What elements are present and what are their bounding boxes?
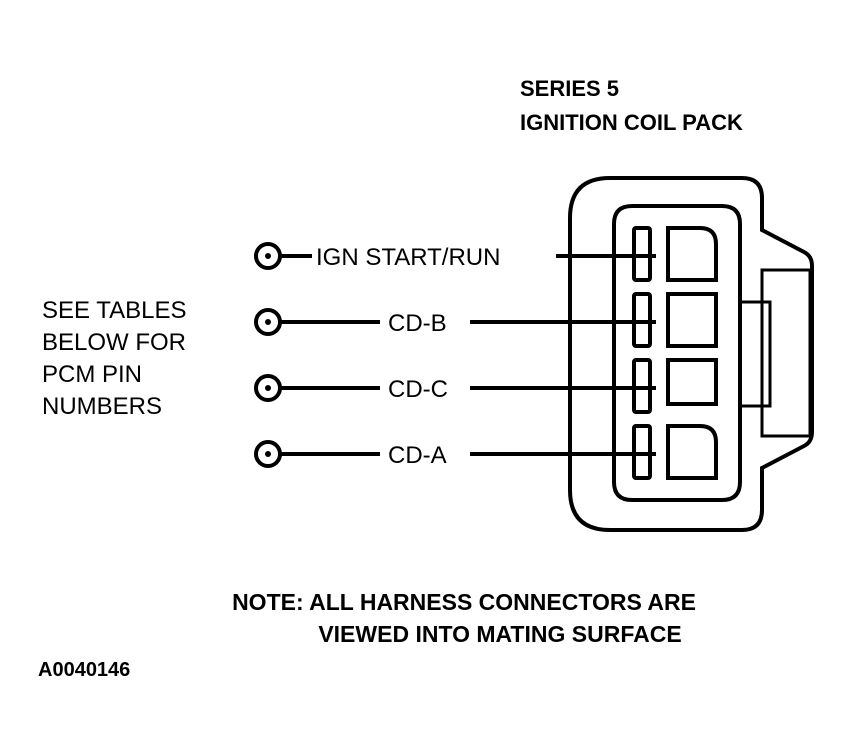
wire-2-label: CD-B bbox=[388, 310, 447, 337]
wire-3-label: CD-C bbox=[388, 376, 448, 403]
wire-4-terminal-dot bbox=[265, 451, 271, 457]
wire-ign-start-run: IGN START/RUN bbox=[254, 242, 656, 271]
note-line-2: VIEWED INTO MATING SURFACE bbox=[318, 621, 681, 647]
side-note-line-2: BELOW FOR bbox=[42, 329, 186, 356]
wire-4-label: CD-A bbox=[388, 442, 447, 469]
side-note-line-1: SEE TABLES bbox=[42, 297, 187, 324]
connector-side-latch bbox=[760, 268, 812, 438]
wire-cd-b: CD-B bbox=[254, 308, 656, 337]
side-note-line-4: NUMBERS bbox=[42, 393, 162, 420]
wire-1-terminal-dot bbox=[265, 253, 271, 259]
figure-id: A0040146 bbox=[38, 659, 130, 681]
side-note-line-3: PCM PIN bbox=[42, 361, 142, 388]
title-line-2: IGNITION COIL PACK bbox=[520, 110, 743, 135]
coil-pack-connector bbox=[568, 176, 814, 532]
wire-cd-a: CD-A bbox=[254, 440, 656, 469]
wire-cd-c: CD-C bbox=[254, 374, 656, 403]
wire-3-terminal-dot bbox=[265, 385, 271, 391]
wire-1-label: IGN START/RUN bbox=[316, 244, 500, 271]
connector-inner-frame bbox=[612, 204, 742, 502]
connector-latch-tab bbox=[738, 300, 772, 408]
title-line-1: SERIES 5 bbox=[520, 76, 619, 101]
wire-2-terminal-dot bbox=[265, 319, 271, 325]
note-line-1: NOTE: ALL HARNESS CONNECTORS ARE bbox=[232, 589, 696, 615]
connector-outer-shell bbox=[568, 176, 814, 532]
